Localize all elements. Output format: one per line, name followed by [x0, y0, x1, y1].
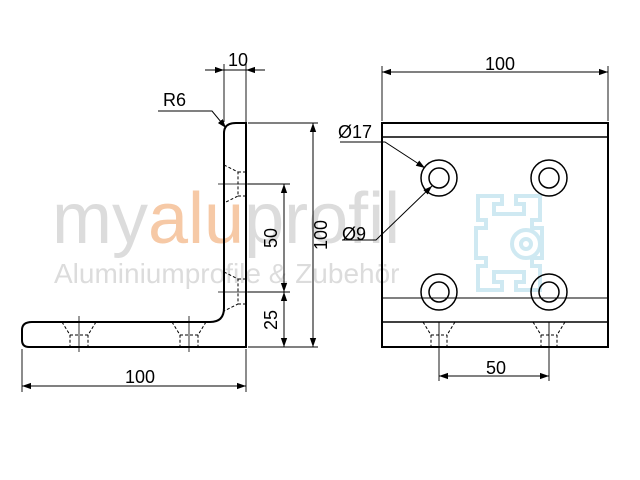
front-dimension-lines — [340, 68, 608, 380]
hidden-lines-horizontal-leg — [61, 321, 207, 347]
center-marks-side — [78, 183, 250, 352]
side-extension-lines — [21, 64, 318, 392]
hidden-lines-front-flange — [422, 321, 566, 347]
thickness-label: 10 — [228, 50, 248, 70]
mounting-hole-bottom-right — [530, 273, 568, 311]
front-width-label: 100 — [485, 54, 515, 74]
watermark: myaluprofil Aluminiumprofile & Zubehör — [52, 179, 544, 292]
hole-diameter-label: Ø9 — [342, 224, 366, 244]
front-view — [340, 66, 609, 381]
side-hole-spacing-label: 50 — [261, 228, 281, 248]
mounting-hole-bottom-left — [420, 273, 458, 311]
side-view — [21, 64, 318, 392]
front-hole-spacing-label: 50 — [486, 358, 506, 378]
front-extension-lines — [381, 66, 609, 381]
counterbore-diameter-label: Ø17 — [338, 122, 372, 142]
watermark-brand: myaluprofil — [52, 179, 400, 259]
watermark-tagline: Aluminiumprofile & Zubehör — [54, 258, 400, 289]
side-hole-offset-label: 25 — [261, 310, 281, 330]
aluminium-profile-logo — [474, 194, 544, 292]
radius-label: R6 — [163, 90, 186, 110]
mounting-hole-top-right — [530, 159, 568, 197]
front-plate-outline — [381, 122, 609, 348]
side-width-label: 100 — [125, 367, 155, 387]
side-height-label: 100 — [311, 220, 331, 250]
side-dimension-lines — [22, 66, 317, 390]
angle-outline — [21, 122, 247, 348]
mounting-hole-top-left — [420, 159, 458, 197]
